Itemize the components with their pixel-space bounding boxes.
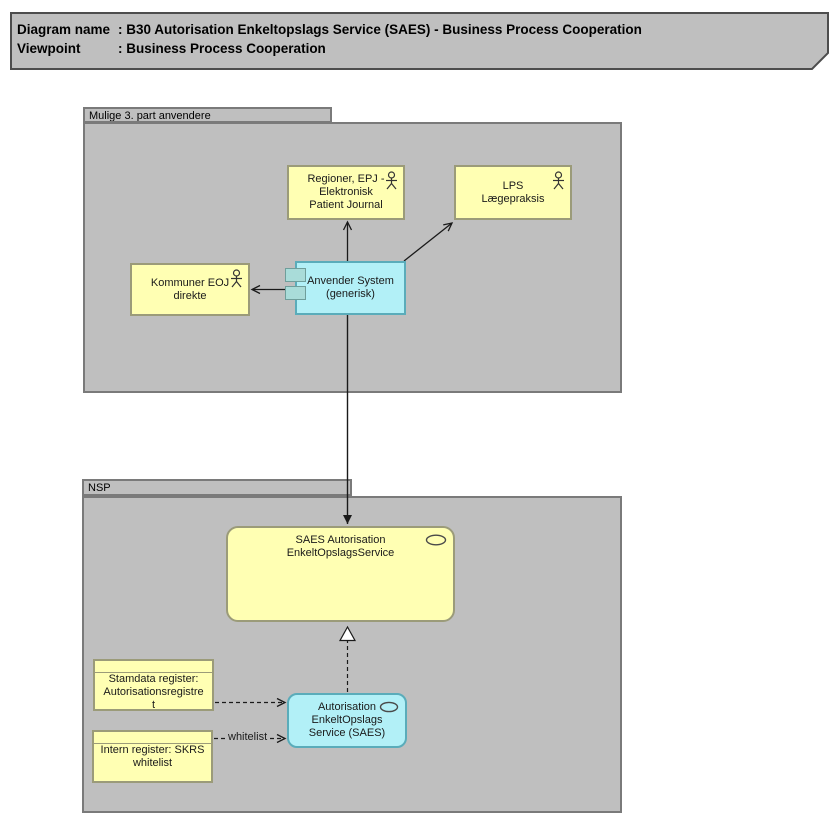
node-kommuner-eoj[interactable]: Kommuner EOJ direkte [130, 263, 250, 316]
object-top-band [95, 661, 212, 673]
note-shape [10, 12, 829, 70]
service-interface-icon [425, 534, 447, 546]
node-intern-label: Intern register: SKRS whitelist [100, 744, 205, 769]
node-saes-service[interactable]: SAES Autorisation EnkeltOpslagsService [226, 526, 455, 622]
actor-icon [231, 269, 242, 288]
group-nsp-label: NSP [88, 482, 111, 494]
node-anvender-system[interactable]: Anvender System (generisk) [295, 261, 406, 315]
node-lps-label: LPS Lægepraksis [481, 179, 545, 205]
group-tab-nsp[interactable]: NSP [82, 479, 352, 496]
component-icon [285, 286, 306, 300]
diagram-title-note[interactable]: Diagram name : B30 Autorisation Enkeltop… [10, 12, 830, 70]
node-anvender-label: Anvender System (generisk) [307, 275, 394, 300]
node-autorisation-service[interactable]: Autorisation EnkeltOpslags Service (SAES… [287, 693, 407, 748]
node-stamdata-label: Stamdata register: Autorisationsregistre… [103, 673, 204, 711]
title-row2-value: : Business Process Cooperation [118, 41, 326, 56]
node-lps[interactable]: LPS Lægepraksis [454, 165, 572, 220]
service-interface-icon [379, 701, 399, 713]
node-regioner-label: Regioner, EPJ - Elektronisk Patient Jour… [307, 173, 385, 211]
node-autorisation-label: Autorisation EnkeltOpslags Service (SAES… [308, 701, 386, 739]
note-text: Diagram name : B30 Autorisation Enkeltop… [17, 20, 642, 58]
node-saes-label: SAES Autorisation EnkeltOpslagsService [286, 534, 395, 559]
node-intern-register[interactable]: Intern register: SKRS whitelist [92, 730, 213, 783]
node-kommuner-label: Kommuner EOJ direkte [150, 276, 230, 302]
actor-icon [553, 171, 564, 190]
group-tab-third-party[interactable]: Mulige 3. part anvendere [83, 107, 332, 123]
group-third-party-label: Mulige 3. part anvendere [89, 110, 211, 122]
component-icon [285, 268, 306, 282]
node-stamdata-register[interactable]: Stamdata register: Autorisationsregistre… [93, 659, 214, 711]
group-body-third-party[interactable] [83, 122, 622, 393]
title-row1-label: Diagram name [17, 22, 111, 37]
object-top-band [94, 732, 211, 744]
node-regioner-epj[interactable]: Regioner, EPJ - Elektronisk Patient Jour… [287, 165, 405, 220]
connection-label-whitelist: whitelist [227, 731, 269, 744]
actor-icon [386, 171, 397, 190]
title-row1-value: : B30 Autorisation Enkeltopslags Service… [118, 22, 642, 37]
title-row2-label: Viewpoint [17, 41, 81, 56]
